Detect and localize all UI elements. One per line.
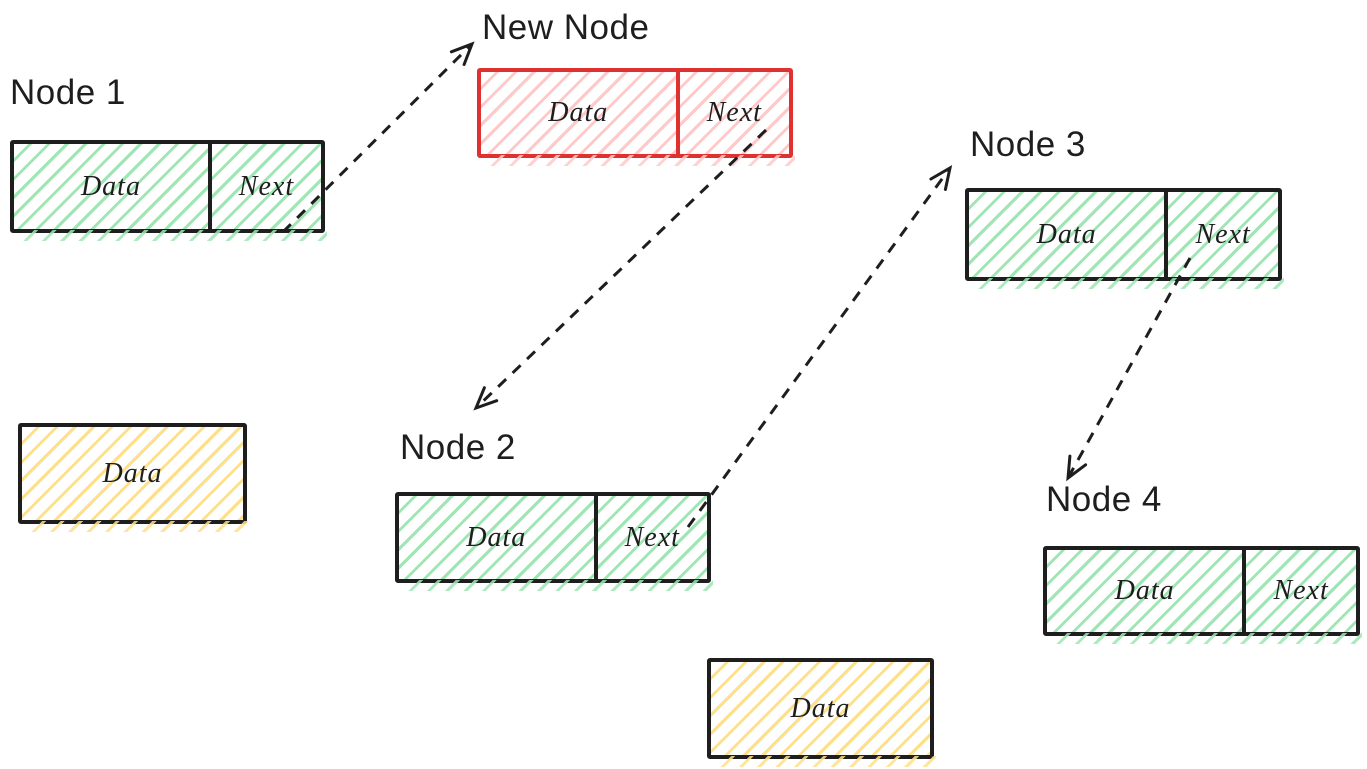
node1-label: Node 1 [10,73,126,112]
node2-next-cell: Next [593,496,707,579]
data-block-left-text: Data [102,457,163,489]
node4-next-cell: Next [1242,550,1356,632]
new-node-box[interactable]: Data Next [477,68,795,166]
node1-next-cell: Next [207,144,321,229]
arrow-node3-to-node4[interactable] [1066,257,1192,482]
data-block-bottom-text: Data [790,692,851,724]
data-block-bottom-cell: Data [711,662,930,755]
node2-data-cell: Data [399,496,594,579]
node4-label: Node 4 [1046,480,1162,519]
new-node-next-cell: Next [675,72,789,154]
arrow-node2-to-node3[interactable] [686,165,953,528]
node4-data-text: Data [1114,575,1175,606]
node3-next-cell: Next [1164,192,1278,277]
node1-next-text: Next [238,170,295,202]
new-node-data-cell: Data [481,72,676,154]
new-node-data-text: Data [548,97,609,128]
node1-box[interactable]: Data Next [10,140,327,241]
node4-next-text: Next [1273,575,1329,606]
node4-box[interactable]: Data Next [1043,546,1362,644]
node4-data-cell: Data [1047,550,1243,632]
new-node-next-text: Next [706,97,762,128]
node3-next-text: Next [1195,218,1251,250]
node3-label: Node 3 [970,125,1086,164]
node1-data-text: Data [80,170,141,202]
node2-box[interactable]: Data Next [395,492,713,591]
node2-data-text: Data [466,521,527,553]
data-block-bottom[interactable]: Data [707,658,936,767]
arrow-new-node-to-node2[interactable] [473,128,768,411]
node3-data-text: Data [1036,218,1097,250]
node3-data-cell: Data [969,192,1165,277]
node2-next-text: Next [624,521,680,553]
data-block-left-cell: Data [22,427,243,520]
node1-data-cell: Data [14,144,208,229]
data-block-left[interactable]: Data [18,423,249,532]
node2-label: Node 2 [400,428,516,467]
node3-box[interactable]: Data Next [965,188,1284,289]
new-node-label: New Node [482,8,650,47]
